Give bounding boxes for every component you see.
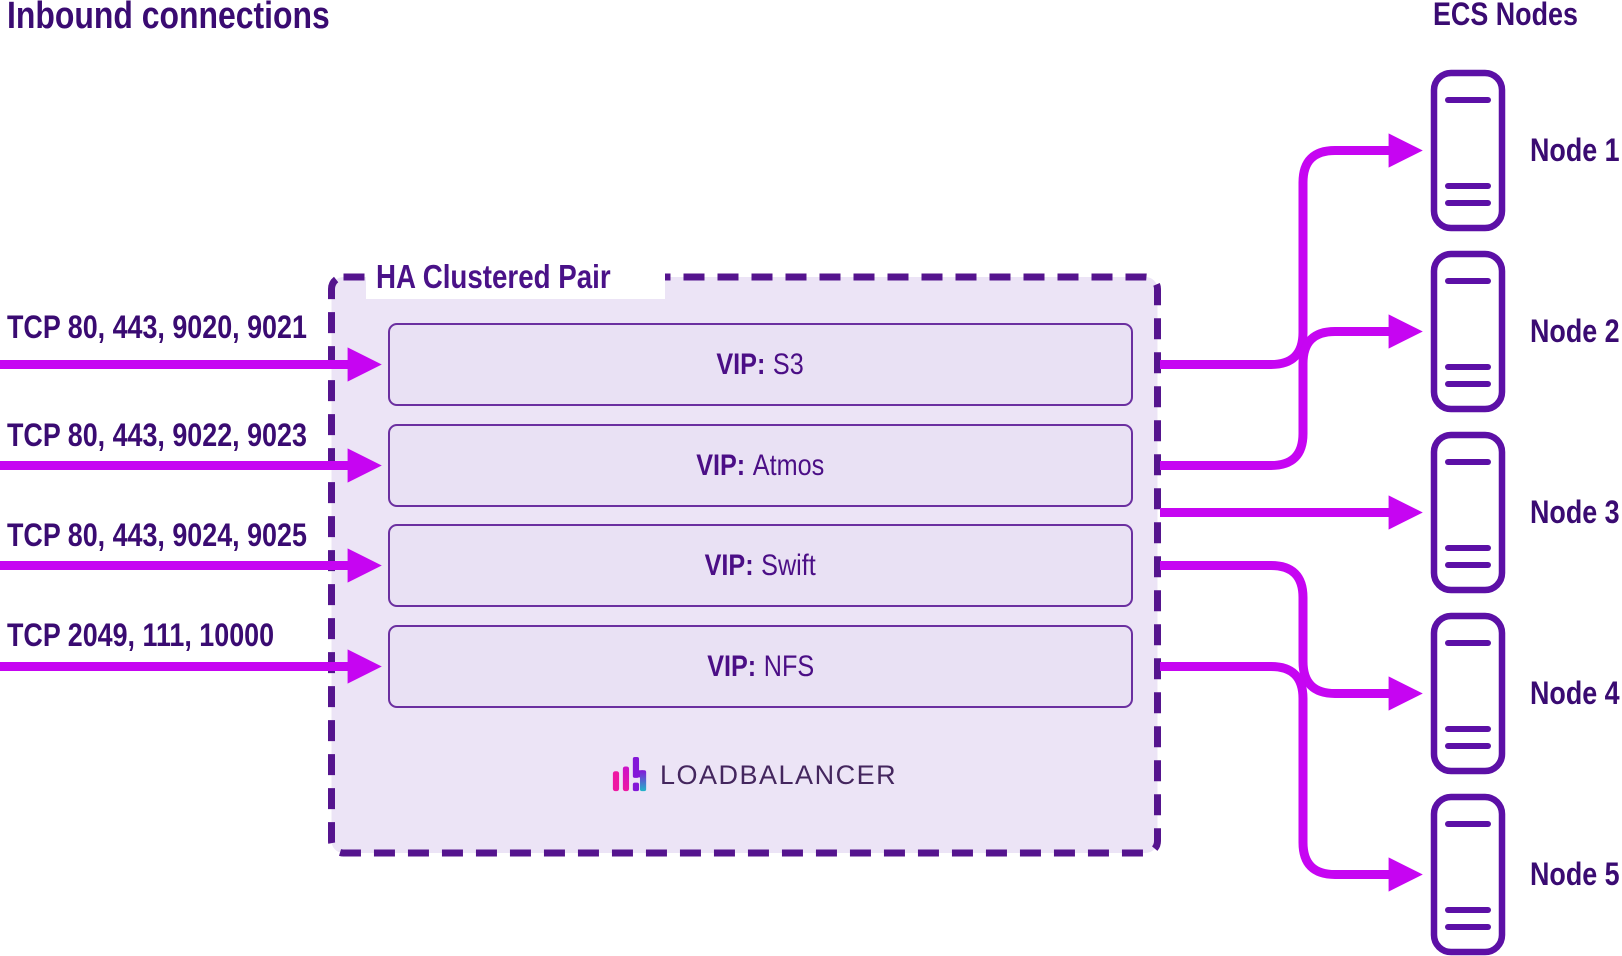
node-label-text-3: Node 3 bbox=[1530, 494, 1620, 530]
ecs-nodes-heading-text: ECS Nodes bbox=[1433, 0, 1578, 32]
inbound-ports-label-1: TCP 80, 443, 9020, 9021 bbox=[7, 310, 364, 344]
node-label-text-5: Node 5 bbox=[1530, 856, 1620, 892]
vip-prefix: VIP: bbox=[716, 347, 766, 381]
node-label-text-2: Node 2 bbox=[1530, 313, 1620, 349]
ha-cluster-label: HA Clustered Pair bbox=[366, 255, 666, 299]
ecs-nodes-heading: ECS Nodes bbox=[1433, 0, 1605, 31]
vip-name-swift: Swift bbox=[761, 548, 817, 582]
inbound-ports-text-3: TCP 80, 443, 9024, 9025 bbox=[7, 517, 307, 553]
inbound-ports-text-2: TCP 80, 443, 9022, 9023 bbox=[7, 417, 307, 453]
vip-label-swift: VIP:Swift bbox=[705, 549, 816, 583]
node-label-3: Node 3 bbox=[1530, 495, 1622, 529]
vip-prefix: VIP: bbox=[707, 649, 757, 683]
vip-label-s3: VIP:S3 bbox=[717, 348, 804, 382]
vip-prefix: VIP: bbox=[696, 448, 746, 482]
vip-box-s3: VIP:S3 bbox=[388, 323, 1133, 406]
node-label-2: Node 2 bbox=[1530, 314, 1622, 348]
inbound-ports-text-4: TCP 2049, 111, 10000 bbox=[7, 617, 275, 653]
page-title: Inbound connections bbox=[7, 0, 391, 38]
node-label-text-1: Node 1 bbox=[1530, 132, 1620, 168]
inbound-ports-label-4: TCP 2049, 111, 10000 bbox=[7, 618, 325, 652]
vip-box-atmos: VIP:Atmos bbox=[388, 424, 1133, 507]
vip-name-atmos: Atmos bbox=[753, 448, 825, 482]
page-title-text: Inbound connections bbox=[7, 0, 330, 37]
inbound-ports-label-3: TCP 80, 443, 9024, 9025 bbox=[7, 518, 364, 552]
node-label-5: Node 5 bbox=[1530, 857, 1622, 891]
inbound-ports-text-1: TCP 80, 443, 9020, 9021 bbox=[7, 309, 307, 345]
loadbalancer-wordmark: LOADBALANCER bbox=[660, 759, 898, 790]
loadbalancer-logo: LOADBALANCER bbox=[611, 754, 897, 796]
inbound-ports-label-2: TCP 80, 443, 9022, 9023 bbox=[7, 418, 364, 452]
vip-box-nfs: VIP:NFS bbox=[388, 625, 1133, 708]
vip-name-nfs: NFS bbox=[763, 649, 814, 683]
vip-prefix: VIP: bbox=[704, 548, 754, 582]
node-label-text-4: Node 4 bbox=[1530, 675, 1620, 711]
node-label-4: Node 4 bbox=[1530, 676, 1622, 710]
loadbalancer-logo-icon bbox=[612, 756, 647, 792]
vip-label-atmos: VIP:Atmos bbox=[696, 449, 824, 483]
vip-name-s3: S3 bbox=[773, 347, 805, 381]
vip-label-nfs: VIP:NFS bbox=[707, 650, 814, 684]
ha-cluster-label-text: HA Clustered Pair bbox=[376, 258, 611, 295]
vip-box-swift: VIP:Swift bbox=[388, 524, 1133, 607]
node-label-1: Node 1 bbox=[1530, 133, 1622, 167]
